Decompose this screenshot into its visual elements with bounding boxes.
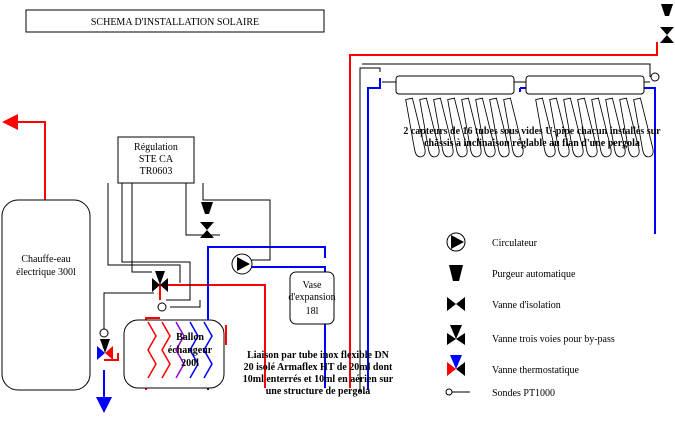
isolation-valve-icon [447, 297, 465, 311]
vase-label-1: Vase [303, 280, 322, 291]
chauffe-eau-tank: Chauffe-eau électrique 300l [1, 199, 91, 391]
top-air-vent [661, 4, 673, 16]
vase-label-3: 18l [306, 306, 319, 317]
regulation-label-2: STE CA [139, 154, 174, 165]
thermostatic-valve-icon [447, 355, 465, 376]
svg-text:une structure de pergola: une structure de pergola [266, 386, 371, 397]
air-vent-icon [449, 265, 463, 281]
three-way-valve-icon [447, 325, 465, 345]
regulation-box: Régulation STE CA TR0603 [117, 136, 195, 184]
control-wires [103, 63, 651, 392]
legend: Circulateur Purgeur automatique Vanne d'… [445, 232, 615, 399]
chauffe-eau-label-2: électrique 300l [16, 267, 76, 278]
vase-label-2: d'expansion [288, 292, 335, 303]
ballon-label-3: 200l [181, 358, 199, 369]
ballon-label-1: Ballon [176, 332, 204, 343]
three-way-valve-bypass [152, 271, 168, 292]
chauffe-eau-label-1: Chauffe-eau [21, 254, 70, 265]
solar-hot-loop [225, 42, 658, 388]
ballon-echangeur: Ballon échangeur 200l [123, 319, 225, 389]
liaison-caption: Liaison par tube inox flexible DN 20 iso… [243, 350, 394, 397]
pt1000-sensor-1 [157, 302, 167, 312]
vase-expansion: Vase d'expansion 18l [288, 271, 336, 325]
title-box: SCHEMA D'INSTALLATION SOLAIRE [25, 9, 325, 33]
svg-text:20 isolé Armaflex HT de 20ml d: 20 isolé Armaflex HT de 20ml dont [244, 362, 393, 373]
circulator-pump [231, 253, 253, 275]
ballon-label-2: échangeur [168, 345, 213, 356]
legend-label-purgeur: Purgeur automatique [492, 269, 576, 280]
diagram-title: SCHEMA D'INSTALLATION SOLAIRE [91, 17, 259, 28]
svg-text:Liaison par tube inox flexible: Liaison par tube inox flexible DN [247, 350, 390, 361]
legend-label-circulateur: Circulateur [492, 238, 538, 249]
capteurs-caption-2: châssis à inclinaison réglable au flan d… [424, 138, 640, 149]
top-isolation-valve [660, 27, 674, 43]
legend-label-vanne-trois-voies: Vanne trois voies pour by-pass [492, 334, 615, 345]
capteurs-caption-1: 2 capteurs de 16 tubes sous vides U-pipe… [403, 126, 661, 137]
regulation-label-1: Régulation [134, 142, 178, 153]
legend-label-vanne-thermostatique: Vanne thermostatique [492, 365, 579, 376]
legend-label-sondes: Sondes PT1000 [492, 388, 555, 399]
pt1000-sensor-icon [445, 388, 470, 396]
regulation-label-3: TR0603 [140, 166, 173, 177]
isolation-valve-hot [200, 222, 214, 238]
hot-water-outlet [2, 114, 46, 200]
svg-text:10ml enterrés et 10ml en aérie: 10ml enterrés et 10ml en aérien sur [243, 374, 394, 385]
legend-label-vanne-isolation: Vanne d'isolation [492, 300, 561, 311]
circulator-icon [446, 232, 466, 252]
purgeur-air-vent [201, 202, 213, 214]
solar-collectors [382, 72, 660, 159]
pt1000-sensor-2 [99, 328, 109, 338]
thermostatic-valve [97, 339, 113, 360]
